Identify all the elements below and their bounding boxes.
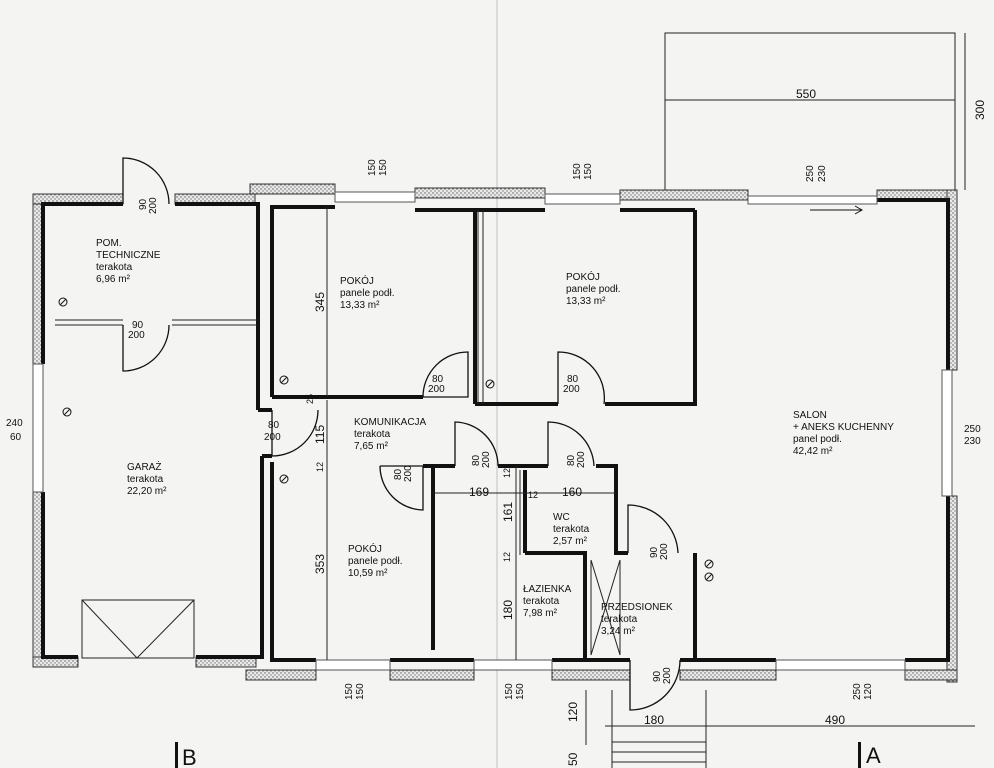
svg-text:60: 60 bbox=[10, 432, 22, 443]
svg-text:150: 150 bbox=[515, 683, 526, 700]
svg-text:150: 150 bbox=[367, 159, 378, 176]
dimension-labels: 550 300 345 115 353 169 160 161 180 180 … bbox=[305, 87, 987, 766]
svg-text:90: 90 bbox=[132, 320, 144, 331]
svg-text:80: 80 bbox=[566, 454, 577, 466]
svg-text:250: 250 bbox=[852, 683, 863, 700]
svg-text:200: 200 bbox=[428, 384, 445, 395]
svg-text:80: 80 bbox=[567, 374, 579, 385]
svg-text:161: 161 bbox=[501, 502, 515, 522]
svg-text:200: 200 bbox=[128, 330, 145, 341]
structural-walls bbox=[41, 198, 950, 662]
dimension-lines bbox=[326, 33, 975, 745]
svg-text:230: 230 bbox=[964, 436, 981, 447]
svg-text:50: 50 bbox=[566, 752, 580, 766]
outer-walls bbox=[32, 183, 958, 683]
svg-text:12: 12 bbox=[315, 462, 325, 472]
svg-text:180: 180 bbox=[644, 713, 664, 727]
svg-text:160: 160 bbox=[562, 485, 582, 499]
svg-text:345: 345 bbox=[313, 292, 327, 312]
svg-text:150: 150 bbox=[572, 163, 583, 180]
terrace-outline bbox=[664, 32, 956, 190]
section-label-b: B bbox=[182, 745, 197, 768]
dim-terrace-depth: 300 bbox=[973, 100, 987, 120]
svg-text:12: 12 bbox=[502, 468, 512, 478]
svg-text:250: 250 bbox=[964, 424, 981, 435]
svg-text:200: 200 bbox=[264, 432, 281, 443]
windows bbox=[32, 191, 953, 671]
svg-text:200: 200 bbox=[403, 465, 414, 482]
svg-text:230: 230 bbox=[817, 165, 828, 182]
svg-text:200: 200 bbox=[659, 543, 670, 560]
svg-text:250: 250 bbox=[805, 165, 816, 182]
svg-text:490: 490 bbox=[825, 713, 845, 727]
svg-text:90: 90 bbox=[652, 670, 663, 682]
svg-text:150: 150 bbox=[355, 683, 366, 700]
section-markers: B A bbox=[175, 742, 881, 768]
svg-text:12: 12 bbox=[528, 490, 538, 500]
svg-text:80: 80 bbox=[432, 374, 444, 385]
svg-text:150: 150 bbox=[504, 683, 515, 700]
svg-text:150: 150 bbox=[344, 683, 355, 700]
svg-text:115: 115 bbox=[313, 425, 327, 444]
svg-text:200: 200 bbox=[576, 451, 587, 468]
room-name: POM. bbox=[96, 238, 122, 249]
svg-text:80: 80 bbox=[471, 454, 482, 466]
svg-text:120: 120 bbox=[863, 683, 874, 700]
svg-text:240: 240 bbox=[6, 418, 23, 429]
svg-text:120: 120 bbox=[566, 702, 580, 722]
svg-text:200: 200 bbox=[662, 667, 673, 684]
room-name-line1: SALON bbox=[793, 410, 827, 421]
room-floor: terakota bbox=[96, 262, 133, 273]
svg-text:200: 200 bbox=[563, 384, 580, 395]
dim-terrace-width: 550 bbox=[796, 87, 816, 101]
svg-text:180: 180 bbox=[501, 600, 515, 620]
section-label-a: A bbox=[866, 743, 881, 768]
svg-text:200: 200 bbox=[148, 197, 159, 214]
room-area: 6,96 m² bbox=[96, 274, 131, 285]
svg-text:80: 80 bbox=[393, 468, 404, 480]
svg-text:200: 200 bbox=[481, 451, 492, 468]
svg-text:12: 12 bbox=[502, 552, 512, 562]
door-swings bbox=[122, 157, 681, 711]
ventilation-symbols bbox=[58, 297, 714, 582]
svg-text:353: 353 bbox=[313, 554, 327, 574]
svg-text:90: 90 bbox=[138, 198, 149, 210]
svg-text:150: 150 bbox=[378, 159, 389, 176]
svg-text:25: 25 bbox=[305, 394, 315, 404]
partition-lines bbox=[55, 210, 707, 768]
svg-text:150: 150 bbox=[583, 163, 594, 180]
svg-text:90: 90 bbox=[649, 546, 660, 558]
svg-text:80: 80 bbox=[268, 420, 280, 431]
svg-text:169: 169 bbox=[469, 485, 489, 499]
